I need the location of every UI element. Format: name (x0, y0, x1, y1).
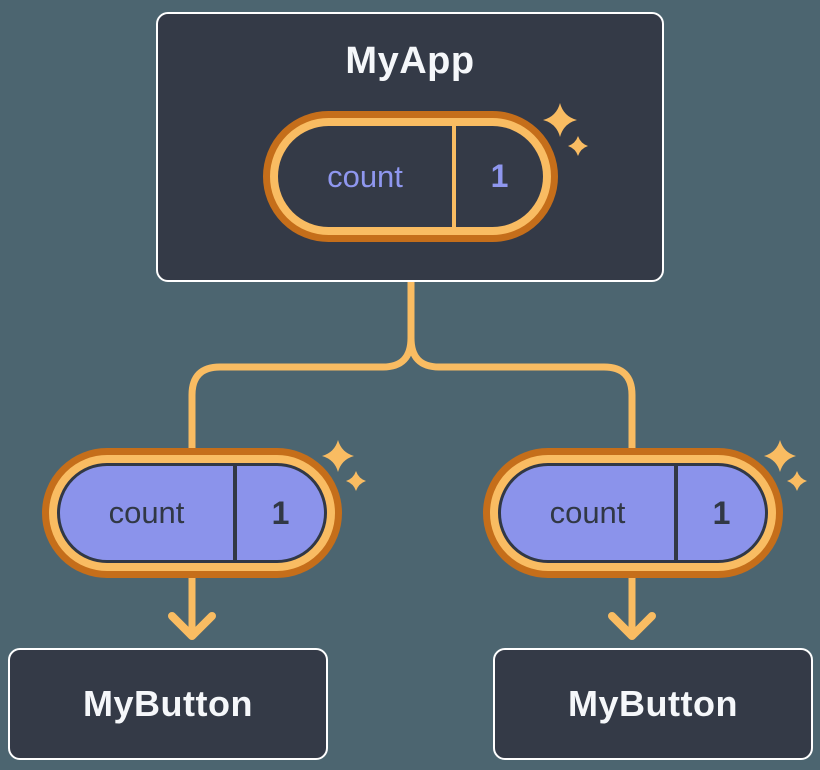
component-title: MyApp (345, 40, 475, 82)
state-pill-child-left: count 1 (42, 448, 342, 578)
state-pill-root: count 1 (263, 111, 558, 242)
arrow-down-icon (168, 612, 216, 640)
state-label: count (108, 495, 185, 530)
arrow-down-icon (608, 612, 656, 640)
state-pill-body: count 1 (57, 463, 327, 563)
component-node-mybutton-left: MyButton (8, 648, 328, 760)
component-title: MyButton (568, 683, 738, 724)
state-value: 1 (712, 494, 731, 531)
state-label: count (327, 158, 403, 194)
state-value: 1 (490, 158, 509, 194)
state-label: count (549, 495, 626, 530)
state-pill-body: count 1 (498, 463, 768, 563)
state-value: 1 (271, 494, 290, 531)
state-pill-body: count 1 (278, 126, 543, 227)
pill-divider (452, 126, 456, 227)
state-pill-child-right: count 1 (483, 448, 783, 578)
pill-divider (674, 466, 678, 560)
component-node-mybutton-right: MyButton (493, 648, 813, 760)
component-title: MyButton (83, 683, 253, 724)
